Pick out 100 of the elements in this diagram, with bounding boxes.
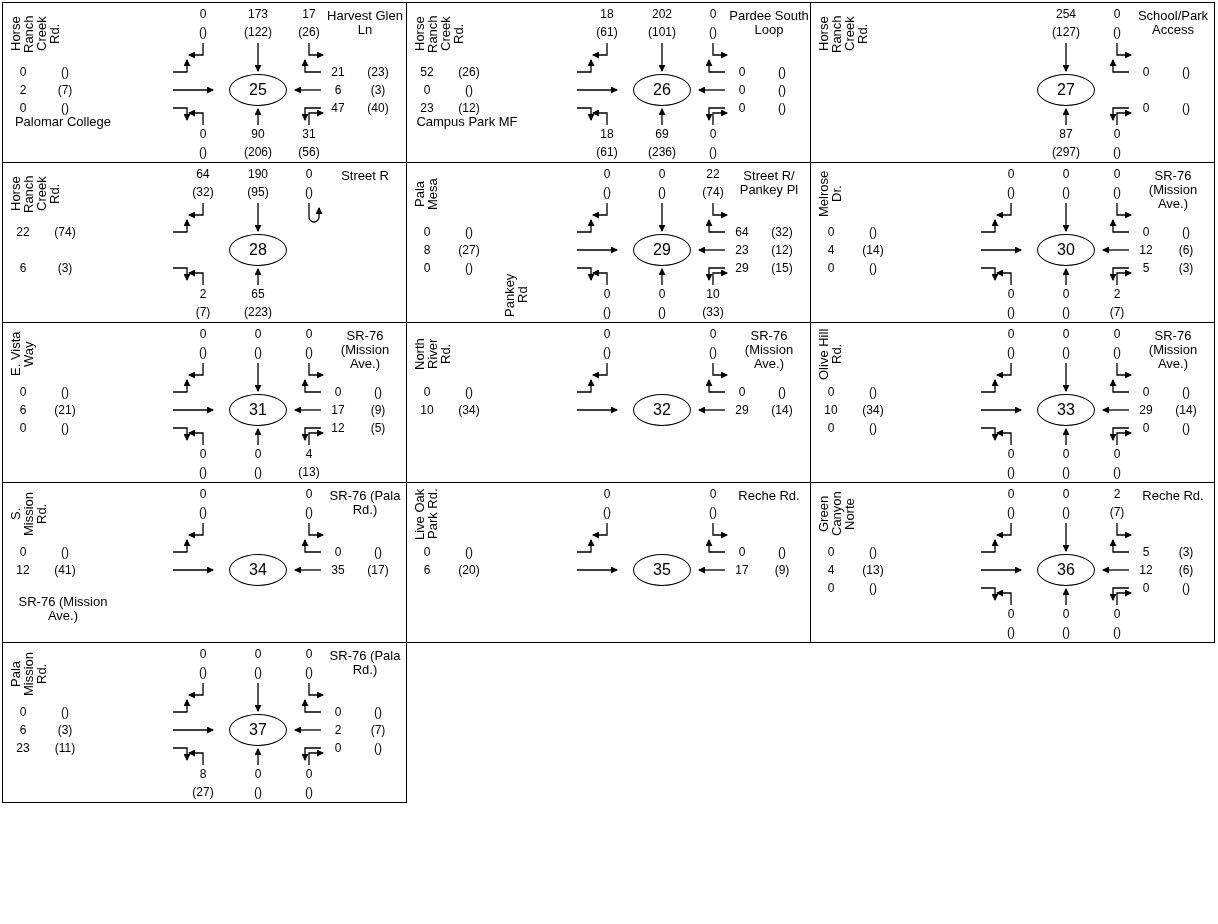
volume-count: () — [254, 665, 262, 679]
volume-count: 0 — [1007, 327, 1015, 341]
volume-count: (9) — [774, 563, 790, 577]
volume-count: (13) — [862, 563, 884, 577]
volume-count: 6 — [334, 83, 342, 97]
volume-count: 0 — [827, 225, 835, 239]
volume-count: 0 — [1062, 487, 1070, 501]
volume-count: 52 — [420, 65, 434, 79]
volume-count: 0 — [709, 327, 717, 341]
volume-count: 0 — [305, 767, 313, 781]
volume-count: () — [305, 185, 313, 199]
volume-count: 0 — [1062, 167, 1070, 181]
volume-count: 10 — [420, 403, 434, 417]
volume-count: 0 — [738, 65, 746, 79]
volume-count: 10 — [706, 287, 720, 301]
volume-count: 0 — [827, 261, 835, 275]
volume-count: 173 — [248, 7, 268, 21]
volume-count: 0 — [1142, 225, 1150, 239]
volume-count: () — [709, 505, 717, 519]
volume-count: () — [778, 65, 786, 79]
volume-count: () — [1007, 305, 1015, 319]
volume-count: (34) — [862, 403, 884, 417]
volume-count: () — [1007, 465, 1015, 479]
street-name: Street R — [340, 169, 390, 183]
volume-count: 69 — [655, 127, 669, 141]
volume-count: 17 — [302, 7, 316, 21]
volume-count: 0 — [305, 487, 313, 501]
street-name: School/Park Access — [1136, 9, 1210, 37]
volume-count: (74) — [54, 225, 76, 239]
volume-count: () — [1007, 345, 1015, 359]
volume-count: () — [199, 665, 207, 679]
volume-count: 8 — [199, 767, 207, 781]
volume-count: 6 — [423, 563, 431, 577]
volume-count: () — [603, 345, 611, 359]
volume-count: 2 — [19, 83, 27, 97]
volume-count: () — [465, 545, 473, 559]
street-name: SR-76 (Mission Ave.) — [743, 329, 795, 371]
volume-count: 0 — [603, 287, 611, 301]
volume-count: () — [199, 505, 207, 519]
volume-count: 0 — [305, 647, 313, 661]
volume-count: () — [61, 705, 69, 719]
volume-count: () — [1182, 65, 1190, 79]
volume-count: 0 — [1142, 65, 1150, 79]
volume-count: 0 — [1113, 167, 1121, 181]
volume-count: 12 — [1139, 243, 1153, 257]
volume-count: 12 — [16, 563, 30, 577]
street-name: Pankey Rd — [503, 272, 529, 319]
volume-count: 0 — [254, 447, 262, 461]
street-name: E. Vista Way — [9, 330, 35, 379]
volume-count: 64 — [196, 167, 210, 181]
volume-count: () — [778, 545, 786, 559]
street-name: Olive Hill Rd. — [817, 327, 843, 381]
volume-count: 0 — [254, 327, 262, 341]
volume-count: () — [1113, 185, 1121, 199]
volume-count: (7) — [195, 305, 211, 319]
volume-count: 0 — [254, 767, 262, 781]
volume-count: 0 — [19, 545, 27, 559]
volume-count: (12) — [771, 243, 793, 257]
volume-count: (26) — [458, 65, 480, 79]
volume-count: 4 — [827, 563, 835, 577]
volume-count: () — [465, 225, 473, 239]
volume-count: 0 — [305, 167, 313, 181]
volume-count: () — [778, 83, 786, 97]
volume-count: 0 — [334, 545, 342, 559]
volume-count: (40) — [367, 101, 389, 115]
volume-count: 35 — [331, 563, 345, 577]
volume-count: 0 — [423, 225, 431, 239]
volume-count: () — [1062, 465, 1070, 479]
volume-count: 6 — [19, 723, 27, 737]
volume-count: () — [1182, 225, 1190, 239]
volume-count: (34) — [458, 403, 480, 417]
volume-count: () — [1113, 145, 1121, 159]
volume-count: 0 — [603, 487, 611, 501]
volume-count: 0 — [199, 7, 207, 21]
volume-count: 18 — [600, 127, 614, 141]
intersection-panel — [810, 2, 1215, 163]
volume-count: 0 — [423, 83, 431, 97]
volume-count: () — [305, 665, 313, 679]
street-name: SR-76 (Mission Ave.) — [339, 329, 391, 371]
volume-count: () — [465, 261, 473, 275]
volume-count: 12 — [1139, 563, 1153, 577]
volume-count: 31 — [302, 127, 316, 141]
volume-count: 0 — [1007, 287, 1015, 301]
volume-count: () — [778, 385, 786, 399]
volume-count: () — [1062, 305, 1070, 319]
volume-count: (101) — [648, 25, 676, 39]
volume-count: () — [869, 421, 877, 435]
volume-count: (7) — [370, 723, 386, 737]
volume-count: (3) — [57, 723, 73, 737]
volume-count: 5 — [1142, 261, 1150, 275]
volume-count: () — [1062, 505, 1070, 519]
volume-count: 8 — [423, 243, 431, 257]
volume-count: () — [61, 65, 69, 79]
volume-count: (236) — [648, 145, 676, 159]
volume-count: 10 — [824, 403, 838, 417]
volume-count: 0 — [709, 487, 717, 501]
volume-count: () — [709, 25, 717, 39]
volume-count: 0 — [1007, 447, 1015, 461]
volume-count: 0 — [1142, 581, 1150, 595]
volume-count: () — [199, 25, 207, 39]
